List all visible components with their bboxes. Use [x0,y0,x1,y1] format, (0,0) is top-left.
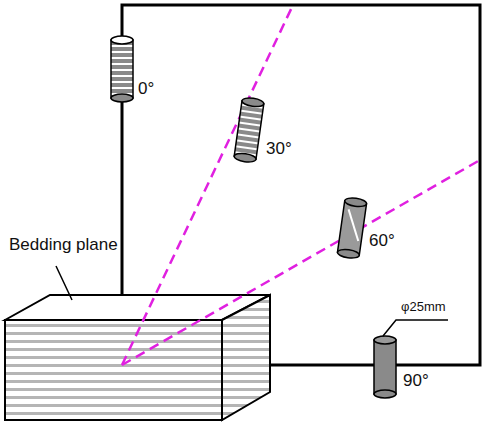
part-label: Bedding plane [8,236,119,255]
angle-label: 90° [402,372,430,391]
core-90 [374,336,396,398]
leader-line [56,266,448,336]
core-30 [234,97,265,163]
angle-label: 0° [137,80,155,99]
angle-label: 30° [265,140,293,159]
orientation-line [122,5,480,365]
core-60 [337,197,367,259]
dimension-label: φ25mm [400,300,447,314]
core-0 [111,36,133,102]
angle-label: 60° [368,232,396,251]
